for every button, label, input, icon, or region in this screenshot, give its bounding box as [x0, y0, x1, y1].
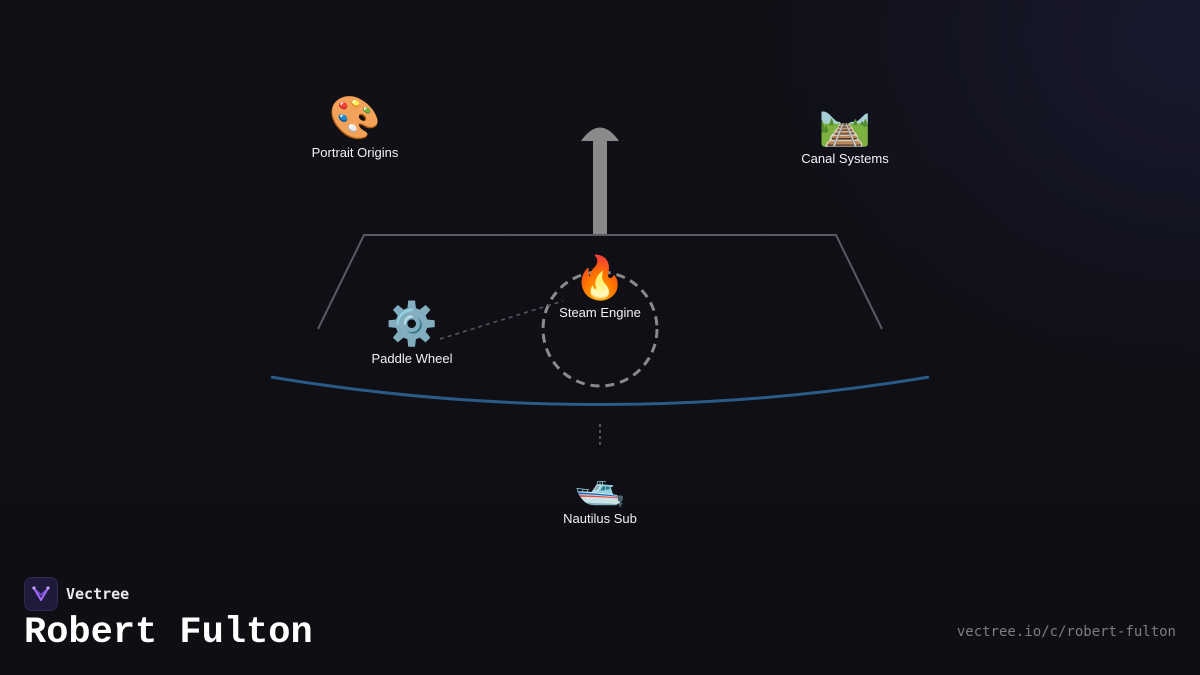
- node-label: Portrait Origins: [311, 145, 399, 160]
- palette-icon: 🎨: [328, 93, 382, 142]
- page-url[interactable]: vectree.io/c/robert-fulton: [956, 624, 1176, 640]
- node-canal-systems[interactable]: 🛤️ Canal Systems: [765, 100, 925, 168]
- deck-outline: [317, 234, 883, 330]
- node-label: Nautilus Sub: [563, 511, 637, 526]
- fire-icon: 🔥: [573, 253, 627, 302]
- chimney-stack: [593, 141, 607, 236]
- hull-curve: [270, 375, 930, 406]
- node-label: Canal Systems: [801, 151, 889, 166]
- node-label: Steam Engine: [559, 305, 641, 320]
- railway-track-icon: 🛤️: [818, 99, 872, 148]
- brand[interactable]: Vectree: [24, 577, 129, 611]
- gear-icon: ⚙️: [385, 299, 439, 348]
- boiler-circle: [541, 270, 659, 388]
- node-steam-engine[interactable]: 🔥 Steam Engine: [520, 254, 680, 322]
- node-nautilus-sub[interactable]: 🛥️ Nautilus Sub: [520, 460, 680, 528]
- paddle-steam-link: [439, 300, 564, 340]
- motor-boat-icon: 🛥️: [573, 459, 627, 508]
- vectree-logo-icon: [24, 577, 58, 611]
- node-paddle-wheel[interactable]: ⚙️ Paddle Wheel: [332, 300, 492, 368]
- chimney-cap: [581, 127, 619, 141]
- brand-name: Vectree: [66, 585, 130, 603]
- node-portrait-origins[interactable]: 🎨 Portrait Origins: [275, 94, 435, 162]
- vectree-logo-glyph: [32, 586, 50, 601]
- node-label: Paddle Wheel: [371, 351, 453, 366]
- page-title: Robert Fulton: [24, 612, 313, 654]
